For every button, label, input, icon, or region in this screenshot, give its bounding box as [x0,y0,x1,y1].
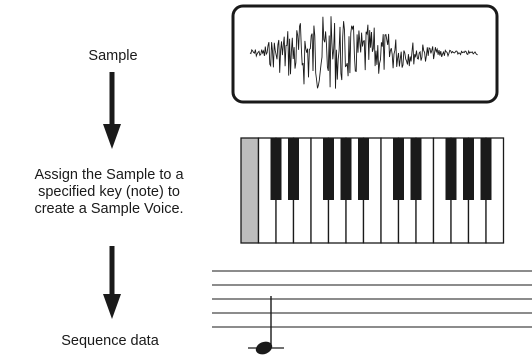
black-key [323,138,334,200]
assign-line-1: Assign the Sample to a [34,167,184,183]
black-key [463,138,474,200]
arrow-down-icon [103,246,121,319]
sample-label: Sample [88,48,138,64]
assigned-key [240,137,260,244]
arrow-down-icon [103,72,121,149]
sequence-data-label: Sequence data [61,333,159,349]
black-key [445,138,457,200]
black-key [410,138,422,200]
black-key [340,138,352,200]
assign-line-2: specified key (note) to [38,184,180,200]
assign-line-3: create a Sample Voice. [34,201,184,217]
black-key [358,138,369,200]
black-key [288,138,299,200]
black-key [480,138,492,200]
black-key [393,138,404,200]
keyboard-icon [240,137,505,244]
waveform-icon [231,4,499,104]
black-key [270,138,282,200]
staff-note-icon [212,270,532,355]
assign-description: Assign the Sample to a specified key (no… [4,167,214,218]
